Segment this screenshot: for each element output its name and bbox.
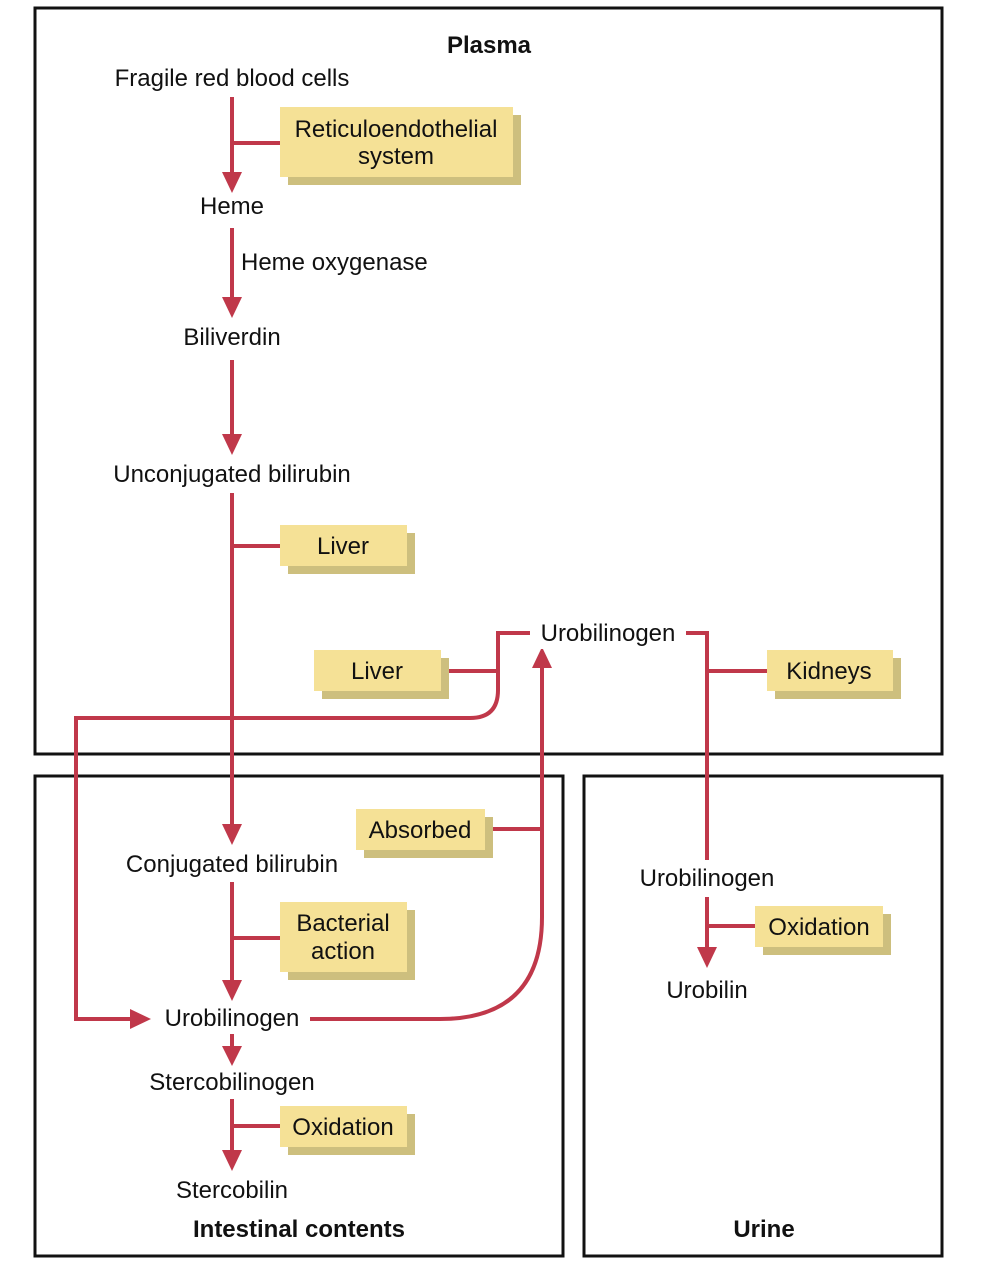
- svg-text:Liver: Liver: [351, 658, 403, 685]
- tag-reticuloendothelial: Reticuloendothelial system: [280, 107, 521, 185]
- tag-liver-1: Liver: [280, 525, 415, 574]
- flow-reabsorption: [310, 665, 544, 1021]
- node-urobilinogen-urine: Urobilinogen: [640, 865, 775, 892]
- node-unconjugated-bilirubin: Unconjugated bilirubin: [113, 461, 351, 488]
- tag-liver-2: Liver: [314, 650, 449, 699]
- flow-enterohepatic-return: [74, 631, 530, 1021]
- svg-text:Oxidation: Oxidation: [292, 1114, 393, 1141]
- label-mask: [531, 617, 685, 649]
- tag-oxidation-urine: Oxidation: [755, 906, 891, 955]
- intestinal-title: Intestinal contents: [193, 1216, 405, 1243]
- urine-title: Urine: [733, 1216, 794, 1243]
- arrowhead-stercobilin: [222, 1150, 242, 1171]
- plasma-title: Plasma: [447, 32, 532, 59]
- node-conjugated-bilirubin: Conjugated bilirubin: [126, 851, 338, 878]
- node-biliverdin: Biliverdin: [183, 324, 280, 351]
- arrowhead-urobilinogen-intestine: [222, 980, 242, 1001]
- svg-text:Oxidation: Oxidation: [768, 914, 869, 941]
- svg-text:Liver: Liver: [317, 533, 369, 560]
- tag-bacterial-action: Bacterial action: [280, 902, 415, 980]
- arrowhead-return-intestine: [130, 1009, 151, 1029]
- arrowhead-unconjugated: [222, 434, 242, 455]
- arrowhead-urobilin: [697, 947, 717, 968]
- node-urobilinogen-plasma: Urobilinogen: [541, 620, 676, 647]
- node-rbc: Fragile red blood cells: [115, 65, 350, 92]
- plasma-region: [33, 6, 944, 756]
- svg-text:Kidneys: Kidneys: [786, 658, 871, 685]
- node-heme: Heme: [200, 193, 264, 220]
- node-urobilin: Urobilin: [666, 977, 747, 1004]
- node-urobilinogen-intestine: Urobilinogen: [165, 1005, 300, 1032]
- arrowhead-urobilinogen-plasma: [532, 647, 552, 668]
- svg-text:Fragile red blood cells: Fragile red blood cells: [115, 65, 350, 92]
- label-mask: [155, 1002, 309, 1034]
- svg-text:Bacterial: Bacterial: [296, 910, 389, 937]
- tag-oxidation-intestine: Oxidation: [280, 1106, 415, 1155]
- arrowhead-stercobilinogen: [222, 1046, 242, 1066]
- arrowhead-heme: [222, 172, 242, 193]
- tag-reticulo-line1: Reticuloendothelial: [295, 116, 498, 143]
- node-stercobilinogen: Stercobilinogen: [149, 1069, 314, 1096]
- tag-kidneys: Kidneys: [767, 650, 901, 699]
- node-stercobilin: Stercobilin: [176, 1177, 288, 1204]
- flow-to-kidneys: [686, 631, 709, 860]
- svg-text:action: action: [311, 938, 375, 965]
- tag-absorbed: Absorbed: [356, 809, 493, 858]
- svg-text:Absorbed: Absorbed: [369, 817, 472, 844]
- arrowhead-conjugated: [222, 824, 242, 845]
- enzyme-heme-oxygenase: Heme oxygenase: [241, 249, 428, 276]
- urine-region: [582, 774, 944, 1258]
- tag-reticulo-line2: system: [358, 143, 434, 170]
- intestinal-region: [33, 774, 565, 1258]
- arrowhead-biliverdin: [222, 297, 242, 318]
